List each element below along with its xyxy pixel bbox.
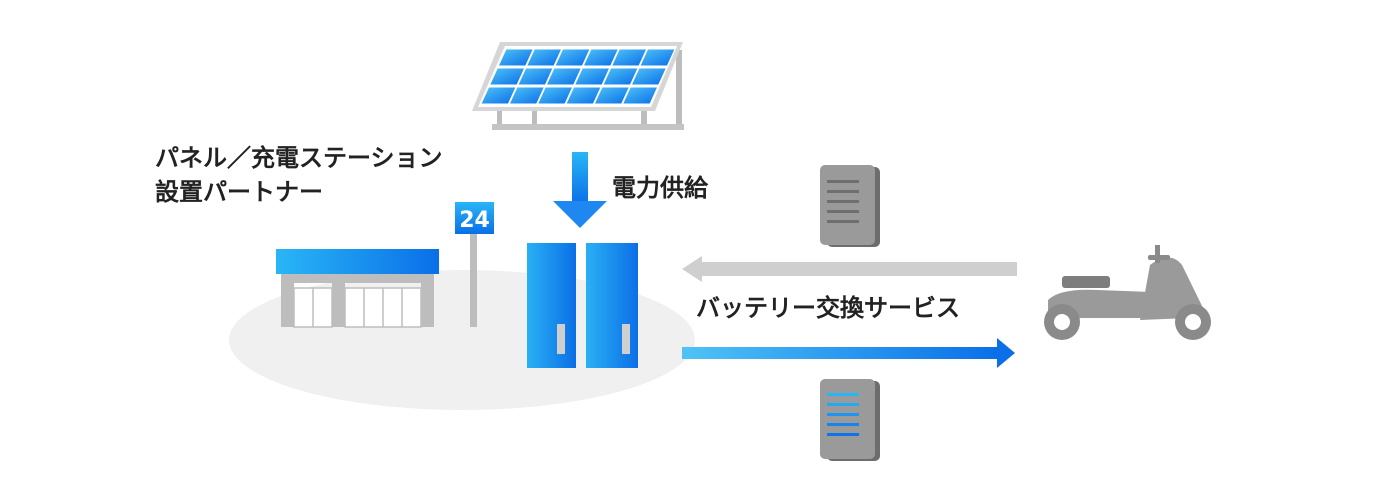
solar-cell	[603, 68, 638, 85]
solar-cell	[510, 87, 544, 104]
solar-cell	[575, 68, 609, 85]
solar-cell	[632, 68, 666, 85]
solar-cell	[527, 49, 561, 66]
store-sign-text: 24	[459, 208, 490, 233]
24h-sign-icon: 24	[455, 202, 494, 327]
battery-charging-station-icon	[527, 243, 638, 368]
battery-delivery-arrow	[682, 338, 1015, 368]
solar-cell	[584, 49, 618, 66]
battery-swap-label: バッテリー交換サービス	[696, 294, 960, 322]
solar-cell	[566, 87, 601, 104]
solar-cell	[490, 68, 524, 85]
partner-label: パネル／充電ステーション 設置パートナー	[155, 141, 443, 209]
solar-cells	[481, 49, 675, 104]
solar-cell	[595, 87, 629, 104]
solar-panel-icon	[472, 42, 684, 130]
solar-cell	[499, 49, 533, 66]
power-supply-label: 電力供給	[612, 174, 708, 202]
electric-scooter-icon	[1044, 245, 1211, 340]
solar-cell	[612, 49, 646, 66]
solar-cell	[538, 87, 572, 104]
partner-label-line1: パネル／充電ステーション	[155, 144, 443, 172]
charged-battery-icon	[820, 379, 880, 461]
solar-cell	[518, 68, 553, 85]
depleted-battery-icon	[820, 165, 880, 247]
solar-cell	[640, 49, 675, 66]
solar-cell	[555, 49, 590, 66]
partner-label-line2: 設置パートナー	[155, 178, 323, 206]
battery-return-arrow	[682, 256, 1017, 282]
solar-cell	[547, 68, 581, 85]
solar-cell	[481, 87, 516, 104]
power-supply-arrow	[553, 152, 607, 228]
convenience-store-icon	[276, 249, 439, 328]
solar-cell	[623, 87, 657, 104]
